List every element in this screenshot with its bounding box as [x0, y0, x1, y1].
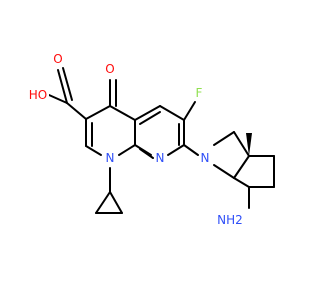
ketone-oxygen-label: O	[105, 62, 114, 76]
label-background	[27, 87, 49, 103]
wedge-bond	[246, 133, 252, 156]
label-background	[52, 51, 64, 67]
label-background	[104, 61, 116, 77]
atom-label-layer: HO O O F N N N NH2	[27, 51, 246, 228]
bond	[159, 105, 185, 121]
bond	[139, 111, 161, 125]
bond	[85, 145, 102, 156]
bond-layer	[48, 67, 275, 214]
label-background	[199, 150, 211, 166]
bond	[62, 67, 73, 101]
acid-carbonyl-oxygen-label: O	[53, 52, 62, 66]
bond	[139, 148, 154, 159]
bond	[134, 105, 161, 121]
fluorine-label: F	[196, 86, 203, 100]
label-background	[193, 85, 205, 101]
label-background	[154, 150, 166, 166]
bond	[66, 102, 87, 120]
hydroxyl-label: HO	[29, 88, 47, 102]
bicyclic-nitrogen-label: N	[201, 151, 210, 165]
bond	[109, 191, 123, 214]
bond	[233, 131, 250, 157]
n8-nitrogen-label: N	[156, 151, 165, 165]
bond	[95, 191, 111, 214]
bond	[233, 177, 250, 188]
label-background	[214, 212, 246, 228]
bond	[213, 131, 235, 146]
bond	[118, 144, 136, 156]
n1-nitrogen-label: N	[106, 151, 115, 165]
bond	[233, 155, 250, 179]
bond	[85, 105, 111, 120]
molecule-structure: HO O O F N N N NH2	[27, 51, 275, 228]
label-background	[104, 150, 116, 166]
bond	[183, 101, 196, 121]
amine-label: NH2	[217, 213, 243, 227]
bond	[109, 105, 136, 121]
bond	[167, 144, 185, 156]
bond	[48, 94, 68, 104]
bond	[183, 144, 199, 156]
bond	[57, 69, 68, 104]
bond	[213, 164, 235, 179]
